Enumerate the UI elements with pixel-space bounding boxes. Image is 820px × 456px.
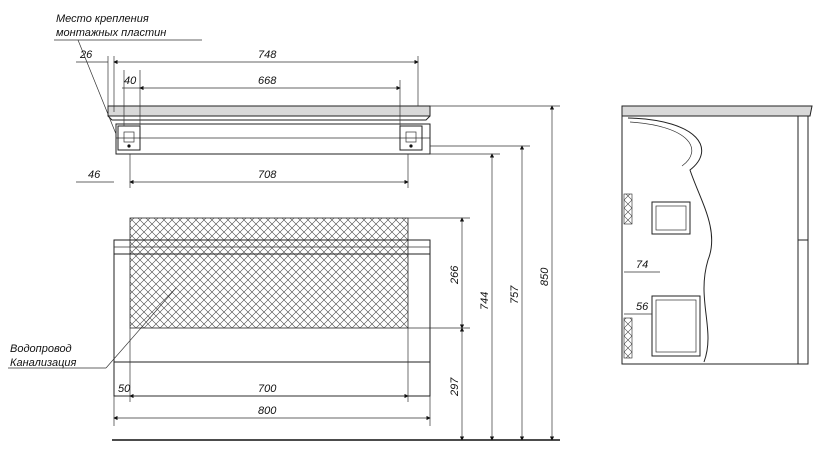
dim-708: 708 <box>258 169 277 181</box>
dim-850: 850 <box>539 267 551 286</box>
dim-40: 40 <box>124 75 137 87</box>
mounting-rail <box>115 123 431 155</box>
dim-74: 74 <box>636 259 648 271</box>
dim-266: 266 <box>449 265 461 285</box>
mounting-plate-right <box>399 125 423 151</box>
dim-297: 297 <box>449 377 461 397</box>
side-view <box>621 105 813 365</box>
pipes-callout-line1: Водопровод <box>10 343 72 355</box>
dim-56: 56 <box>636 301 649 313</box>
mount-callout-line1: Место крепления <box>56 13 149 25</box>
dim-748: 748 <box>258 49 277 61</box>
dim-668: 668 <box>258 75 277 87</box>
utility-zone <box>129 217 409 329</box>
callout-labels: Место крепления монтажных пластин Водопр… <box>10 13 166 369</box>
dim-744: 744 <box>479 292 491 310</box>
mount-callout-line2: монтажных пластин <box>56 27 166 39</box>
dimension-labels: 26 748 40 668 46 708 50 700 800 266 297 … <box>79 49 649 417</box>
mounting-plate-left <box>117 125 141 151</box>
pipes-callout-line2: Канализация <box>10 357 76 369</box>
dim-700: 700 <box>258 383 277 395</box>
dim-26: 26 <box>79 49 93 61</box>
dim-50: 50 <box>118 383 131 395</box>
front-view <box>107 105 560 441</box>
dim-46: 46 <box>88 169 101 181</box>
dimension-lines <box>8 39 560 441</box>
dim-757: 757 <box>509 285 521 304</box>
dim-800: 800 <box>258 405 277 417</box>
countertop <box>107 105 431 117</box>
